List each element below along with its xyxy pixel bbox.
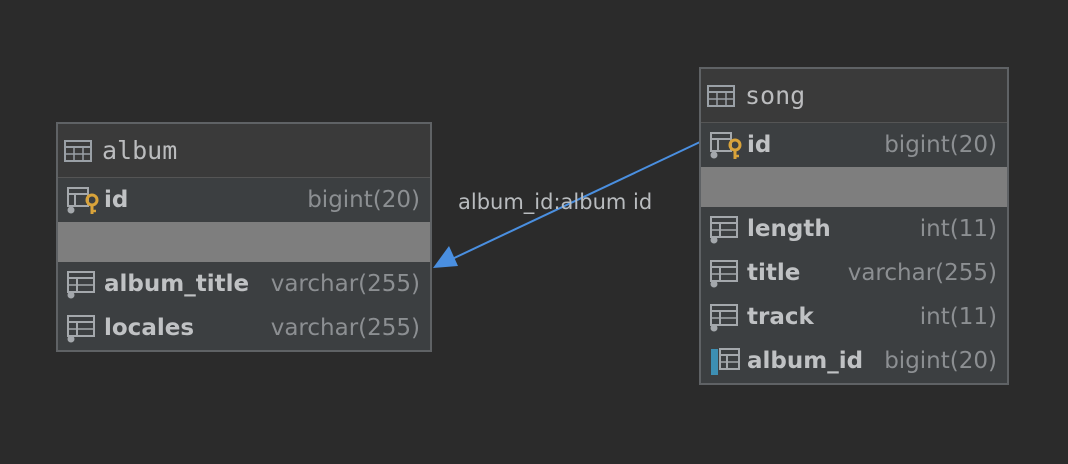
column-icon bbox=[66, 269, 100, 299]
primary-key-icon bbox=[709, 130, 743, 160]
key-separator bbox=[58, 222, 430, 262]
arrowhead-icon bbox=[433, 246, 458, 268]
column-type: bigint(20) bbox=[884, 132, 997, 158]
column-type: int(11) bbox=[919, 216, 997, 242]
table-name-song: song bbox=[745, 81, 806, 110]
column-name: length bbox=[747, 216, 831, 242]
column-row-locales[interactable]: locales varchar(255) bbox=[58, 306, 430, 350]
table-name-album: album bbox=[102, 136, 178, 165]
album-table-header[interactable]: album bbox=[58, 124, 430, 178]
relationship-label: album_id:album id bbox=[458, 190, 653, 214]
primary-key-icon bbox=[66, 185, 100, 215]
song-table[interactable]: song id bigint(20) bbox=[699, 67, 1009, 385]
column-name: album_id bbox=[747, 348, 864, 374]
table-icon bbox=[707, 84, 735, 107]
column-type: bigint(20) bbox=[307, 187, 420, 213]
table-icon bbox=[64, 139, 92, 162]
column-name: locales bbox=[104, 315, 195, 341]
column-row-title[interactable]: title varchar(255) bbox=[701, 251, 1007, 295]
column-type: varchar(255) bbox=[847, 260, 997, 286]
column-icon bbox=[709, 258, 743, 288]
column-name: album_title bbox=[104, 271, 250, 297]
column-name: title bbox=[747, 260, 801, 286]
album-table[interactable]: album id bigint(20) bbox=[56, 122, 432, 352]
column-type: bigint(20) bbox=[884, 348, 997, 374]
column-type: varchar(255) bbox=[270, 315, 420, 341]
column-row-length[interactable]: length int(11) bbox=[701, 207, 1007, 251]
column-name: id bbox=[104, 187, 129, 213]
column-type: varchar(255) bbox=[270, 271, 420, 297]
column-name: id bbox=[747, 132, 772, 158]
column-row-song-id[interactable]: id bigint(20) bbox=[701, 123, 1007, 167]
song-table-header[interactable]: song bbox=[701, 69, 1007, 123]
key-separator bbox=[701, 167, 1007, 207]
column-row-track[interactable]: track int(11) bbox=[701, 295, 1007, 339]
column-icon bbox=[709, 214, 743, 244]
column-icon bbox=[66, 313, 100, 343]
column-type: int(11) bbox=[919, 304, 997, 330]
foreign-key-column-icon bbox=[709, 346, 743, 376]
column-row-album-title[interactable]: album_title varchar(255) bbox=[58, 262, 430, 306]
column-row-album-id[interactable]: id bigint(20) bbox=[58, 178, 430, 222]
column-row-album-id-fk[interactable]: album_id bigint(20) bbox=[701, 339, 1007, 383]
column-icon bbox=[709, 302, 743, 332]
column-name: track bbox=[747, 304, 814, 330]
